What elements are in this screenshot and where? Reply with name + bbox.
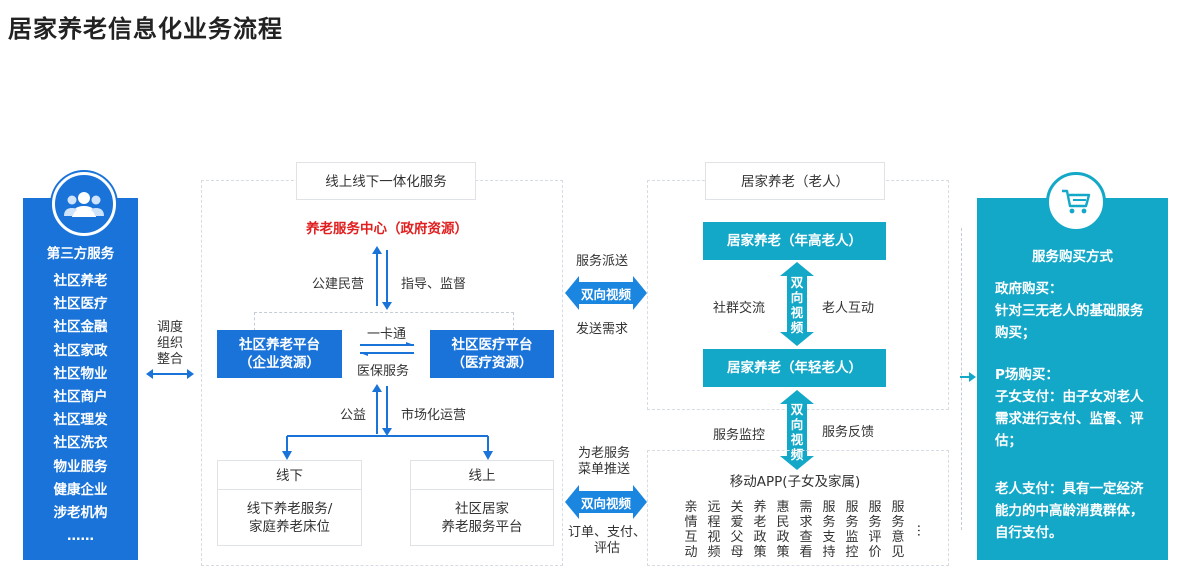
send-demand-label: 发送需求 bbox=[576, 322, 629, 337]
p-purchase-title: P场购买： bbox=[995, 367, 1059, 383]
list-item: 涉老机构 bbox=[53, 504, 108, 521]
online-offline-header: 线上线下一体化服务 bbox=[296, 162, 476, 200]
label-public-build: 公建民营 bbox=[312, 277, 365, 292]
purchase-panel bbox=[977, 198, 1168, 560]
vertical-bidirectional-arrow-icon bbox=[780, 262, 814, 346]
service-feedback-label: 服务反馈 bbox=[822, 425, 875, 440]
community-elderly-platform: 社区养老平台 （企业资源） bbox=[217, 330, 342, 378]
branch-arrows-icon bbox=[282, 435, 493, 460]
bidirectional-arrow-icon bbox=[565, 485, 647, 519]
two-way-video-label: 双向视频 bbox=[580, 287, 631, 302]
elder-purchase-body: 老人支付：具有一定经济能力的中高龄消费群体，自行支付。 bbox=[995, 481, 1144, 541]
list-item: …… bbox=[67, 528, 94, 545]
list-item: 社区理发 bbox=[53, 412, 108, 429]
social-exchange-label: 社群交流 bbox=[713, 301, 766, 316]
gov-purchase-body: 针对三无老人的基础服务购买； bbox=[995, 303, 1144, 341]
elderly-young-box: 居家养老（年轻老人） bbox=[703, 349, 886, 387]
label-public-welfare: 公益 bbox=[340, 408, 367, 423]
label-market-operation: 市场化运营 bbox=[401, 408, 467, 423]
app-feature: 亲情互动 bbox=[684, 500, 698, 560]
app-feature: 服务评价 bbox=[868, 500, 882, 560]
two-way-video-label: 双向视频 bbox=[580, 496, 631, 511]
list-item: 物业服务 bbox=[53, 458, 108, 475]
label-guide-supervise: 指导、监督 bbox=[401, 277, 467, 292]
list-item: 社区家政 bbox=[53, 342, 108, 359]
list-item: 社区养老 bbox=[53, 273, 108, 289]
offline-header: 线下 bbox=[217, 460, 362, 490]
app-container bbox=[647, 450, 949, 566]
card-label: 一卡通 bbox=[367, 327, 407, 342]
offline-body: 线下养老服务/ 家庭养老床位 bbox=[217, 490, 362, 546]
order-pay-label: 订单、支付、 评估 bbox=[568, 525, 647, 556]
connector-line bbox=[949, 228, 962, 530]
right-arrow-icon bbox=[960, 372, 976, 382]
elder-interaction-label: 老人互动 bbox=[822, 301, 875, 316]
p-purchase-body: 子女支付：由子女对老人需求进行支付、监督、评估； bbox=[995, 389, 1144, 449]
coordinate-label: 调度 组织 整合 bbox=[156, 320, 183, 367]
list-item: 社区金融 bbox=[53, 319, 108, 336]
app-feature: 服务支持 bbox=[822, 500, 836, 560]
service-monitor-label: 服务监控 bbox=[713, 428, 766, 443]
app-more: … bbox=[914, 523, 929, 537]
menu-push-label: 为老服务 菜单推送 bbox=[578, 446, 631, 477]
two-way-video-label: 双向视频 bbox=[790, 275, 804, 335]
exchange-arrows-icon bbox=[360, 342, 414, 356]
app-feature: 远程视频 bbox=[707, 500, 721, 560]
list-item: 社区物业 bbox=[53, 365, 108, 382]
group-icon bbox=[52, 172, 116, 236]
online-header: 线上 bbox=[410, 460, 554, 490]
page-title: 居家养老信息化业务流程 bbox=[8, 15, 283, 43]
app-feature: 服务意见 bbox=[891, 500, 905, 560]
service-dispatch-label: 服务派送 bbox=[576, 254, 629, 269]
elderly-senior-box: 居家养老（年高老人） bbox=[703, 222, 886, 260]
double-arrow-icon bbox=[146, 369, 194, 379]
bidirectional-arrow-icon bbox=[565, 276, 647, 310]
vertical-arrows-icon bbox=[372, 384, 392, 436]
app-feature: 养老政策 bbox=[753, 500, 767, 560]
service-center-label: 养老服务中心（政府资源） bbox=[306, 221, 468, 237]
online-body: 社区居家 养老服务平台 bbox=[410, 490, 554, 546]
community-medical-platform: 社区医疗平台 （医疗资源） bbox=[430, 330, 554, 378]
app-feature: 服务监控 bbox=[845, 500, 859, 560]
vertical-arrows-icon bbox=[372, 246, 392, 310]
gov-purchase-title: 政府购买： bbox=[995, 281, 1063, 297]
list-item: 社区洗衣 bbox=[53, 435, 108, 452]
list-item: 健康企业 bbox=[53, 481, 108, 498]
list-item: 社区商户 bbox=[53, 388, 108, 405]
list-item: 社区医疗 bbox=[53, 296, 108, 313]
purchase-title: 服务购买方式 bbox=[1032, 249, 1113, 265]
app-feature: 需求查看 bbox=[799, 500, 813, 560]
elderly-header: 居家养老（老人） bbox=[705, 162, 885, 200]
third-party-title: 第三方服务 bbox=[46, 246, 115, 262]
app-feature: 关爱父母 bbox=[730, 500, 744, 560]
connector-line bbox=[254, 312, 514, 331]
cart-icon bbox=[1046, 172, 1106, 232]
third-party-panel bbox=[23, 198, 138, 560]
app-title: 移动APP(子女及家属) bbox=[729, 474, 861, 490]
third-party-list: 社区养老 社区医疗 社区金融 社区家政 社区物业 社区商户 社区理发 社区洗衣 … bbox=[23, 270, 138, 548]
app-feature: 惠民政策 bbox=[776, 500, 790, 560]
insurance-label: 医保服务 bbox=[357, 364, 410, 379]
app-features: 亲情互动 远程视频 关爱父母 养老政策 惠民政策 需求查看 服务支持 服务监控 … bbox=[683, 500, 933, 560]
